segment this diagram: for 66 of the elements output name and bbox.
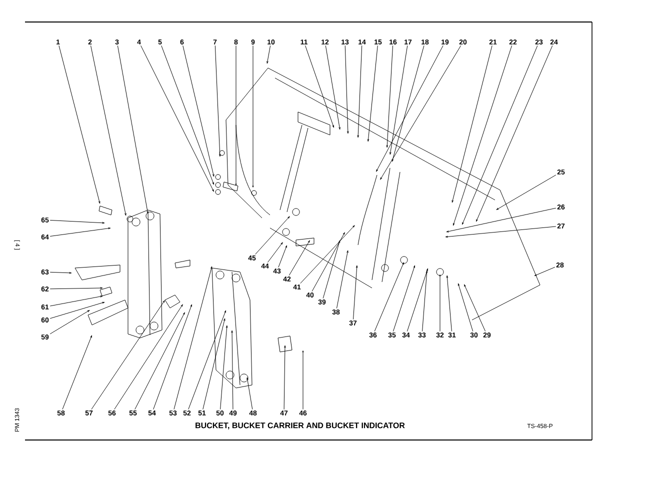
- leader-line: [252, 45, 254, 188]
- leader-line: [390, 45, 408, 154]
- leader-line: [458, 284, 474, 332]
- leader-line: [50, 228, 110, 237]
- leader-line: [446, 208, 556, 232]
- leader-line: [386, 45, 394, 148]
- leader-line: [284, 346, 286, 410]
- leader-line: [353, 266, 358, 320]
- leader-line: [50, 296, 102, 306]
- leader-line: [325, 45, 340, 130]
- leader-line: [134, 312, 185, 410]
- leader-line: [357, 45, 362, 138]
- leader-line: [266, 45, 271, 64]
- leader-line: [182, 45, 214, 176]
- leader-line: [174, 266, 212, 410]
- leader-line: [202, 318, 226, 410]
- leader-line: [380, 45, 462, 180]
- title: BUCKET, BUCKET CARRIER AND BUCKET INDICATOR: [196, 422, 405, 430]
- leader-line: [58, 45, 100, 204]
- leader-line: [462, 45, 538, 224]
- leader-line: [246, 378, 253, 410]
- leader-line: [302, 350, 304, 410]
- leader-line: [153, 304, 192, 410]
- leader-line: [392, 266, 416, 332]
- leader-line: [305, 45, 334, 128]
- leader-line: [376, 45, 444, 172]
- leader-line: [231, 330, 234, 410]
- leader-line: [300, 225, 355, 284]
- leader-line: [446, 226, 556, 238]
- leader-line: [220, 326, 228, 410]
- leader-line: [464, 284, 486, 332]
- leader-line: [50, 302, 104, 319]
- leader-line: [312, 232, 345, 292]
- leader-line: [496, 174, 556, 210]
- leader-line: [50, 220, 104, 224]
- leader-line: [288, 240, 310, 276]
- leader-line: [422, 270, 428, 332]
- leader-line: [188, 310, 226, 410]
- leader-line: [214, 45, 221, 156]
- leader-line: [267, 242, 283, 263]
- leader-line: [50, 287, 102, 290]
- leader-line: [452, 45, 492, 202]
- leader-line: [140, 45, 214, 192]
- leader-line: [476, 45, 553, 222]
- leader-line: [392, 45, 424, 162]
- leader-line: [91, 300, 165, 410]
- leader-line: [50, 272, 72, 274]
- leader-line: [452, 45, 512, 226]
- leader-line: [161, 45, 214, 184]
- leader-line: [235, 45, 237, 186]
- leader-line: [322, 240, 340, 299]
- leader-line: [90, 45, 126, 216]
- leader-line: [439, 274, 441, 332]
- leader-line: [534, 266, 556, 276]
- leader-line: [278, 245, 287, 268]
- leader-line: [114, 304, 183, 410]
- leader-line: [336, 250, 348, 309]
- leader-line: [406, 268, 428, 332]
- leader-line: [374, 262, 404, 332]
- leader-line: [62, 335, 92, 410]
- leader-line: [50, 310, 90, 334]
- leader-line: [368, 45, 378, 142]
- leader-line: [255, 216, 290, 255]
- leader-line: [446, 276, 452, 332]
- leader-line: [344, 45, 349, 134]
- leader-line: [117, 45, 148, 214]
